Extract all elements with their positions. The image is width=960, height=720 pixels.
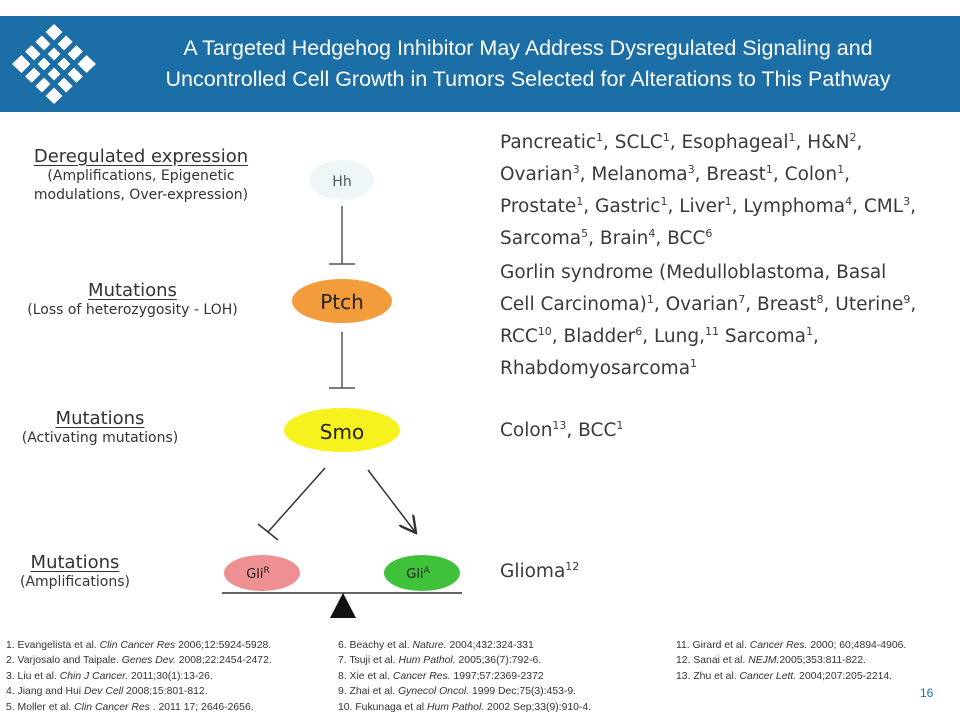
label-title: Mutations [55,408,145,429]
cancers-smo-text: Colon13, BCC1 [500,419,624,442]
label-subtitle: (Activating mutations) [21,430,179,446]
gli-a-node [384,555,460,591]
gli-r-node [224,555,300,591]
cancers-gli-text: Glioma12 [500,560,580,583]
label-subtitle: modulations, Over-expression) [33,187,249,203]
label-mutations-loh: Mutations (Loss of heterozygosity - LOH) [10,280,255,320]
title-banner: A Targeted Hedgehog Inhibitor May Addres… [0,16,960,112]
slide-title-line-1: A Targeted Hedgehog Inhibitor May Addres… [183,36,873,60]
cancers-hh-text: Pancreatic1, SCLC1, Esophageal1, H&N2,Ov… [500,131,916,250]
inhibition-line [267,467,326,533]
gli-a-text: Gli [406,567,423,582]
ptch-label: Ptch [320,290,364,314]
label-subtitle: (Amplifications, Epigenetic [47,168,235,184]
label-subtitle: (Loss of heterozygosity - LOH) [27,302,238,318]
label-title: Deregulated expression [33,146,249,167]
gli-a-label: GliA [406,566,430,582]
hh-node [310,160,374,200]
smo-node [284,408,400,452]
slide-title: A Targeted Hedgehog Inhibitor May Addres… [104,16,952,112]
label-subtitle: (Amplifications) [19,574,130,590]
smo-label: Smo [320,420,364,444]
gli-a-sup: A [424,566,431,576]
activation-arrow [367,469,416,533]
label-title: Mutations [88,280,177,301]
slide-title-line-2: Uncontrolled Cell Growth in Tumors Selec… [165,67,891,91]
label-mutations-amplifications: Mutations (Amplifications) [10,552,140,592]
references-column-3: 11. Girard et al. Cancer Res. 2000; 60;4… [676,640,907,682]
label-deregulated-expression: Deregulated expression (Amplifications, … [10,146,272,205]
page-number: 16 [920,686,934,700]
label-mutations-activating: Mutations (Activating mutations) [10,408,190,448]
ptch-node [292,279,392,323]
gli-r-label: GliR [246,566,270,582]
label-title: Mutations [30,552,120,573]
hh-label: Hh [332,174,351,190]
balance-fulcrum-icon [330,593,356,618]
gli-r-sup: R [264,566,270,576]
company-logo-icon [12,24,96,104]
gli-r-text: Gli [246,567,263,582]
inhibition-bar [257,523,279,541]
references-column-2: 6. Beachy et al. Nature. 2004;432:324-33… [338,640,592,713]
references-column-1: 1. Evangelista et al. Clin Cancer Res 20… [6,640,272,713]
